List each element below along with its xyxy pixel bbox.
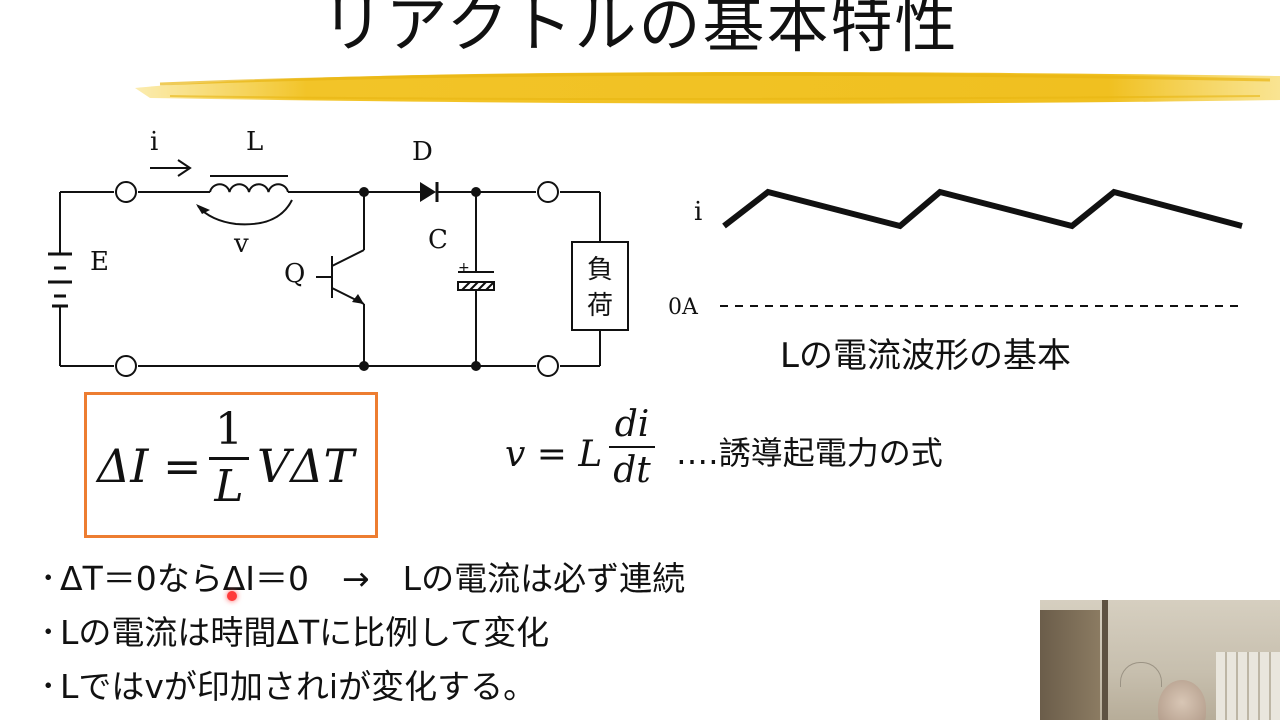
- circuit-label-D: D: [412, 137, 433, 167]
- bullet-marker: ･: [40, 613, 57, 652]
- emf-numerator: di: [614, 404, 650, 445]
- bullet-marker: ･: [40, 667, 57, 706]
- slide-title: リアクトルの基本特性: [321, 0, 959, 61]
- title-underline-brush: [135, 72, 1280, 104]
- formula-denominator: L: [214, 461, 244, 512]
- formula-left: ΔI =: [97, 439, 202, 493]
- laser-pointer-dot: [227, 591, 237, 601]
- formula-fraction: 1 L: [209, 405, 249, 512]
- wave-label-i: i: [694, 197, 702, 227]
- bullet-list: ･ΔT＝0ならΔI＝0 → Lの電流は必ず連続 ･Lの電流は時間ΔTに比例して変…: [40, 552, 685, 714]
- circuit-label-C: C: [428, 225, 448, 255]
- circuit-label-Q: Q: [284, 259, 305, 289]
- load-label-line1: 負: [587, 255, 613, 285]
- emf-fraction-bar: [609, 446, 655, 448]
- webcam-door-frame: [1102, 600, 1108, 720]
- delta-i-formula-box: ΔI = 1 L VΔT: [84, 392, 378, 538]
- emf-left: v = L: [505, 434, 603, 475]
- wave-label-zero: 0A: [668, 295, 699, 320]
- circuit-label-E: E: [90, 247, 109, 277]
- webcam-presenter-head: [1158, 680, 1206, 720]
- formula-fraction-bar: [209, 457, 249, 460]
- webcam-door: [1040, 610, 1100, 720]
- webcam-hanger: [1120, 662, 1162, 687]
- bullet-text: ΔT＝0ならΔI＝0 → Lの電流は必ず連続: [60, 559, 686, 598]
- induced-emf-formula: v = L di dt: [505, 404, 665, 504]
- webcam-overlay: [1040, 600, 1280, 720]
- webcam-bookshelf: [1216, 652, 1280, 720]
- formula-right: VΔT: [257, 439, 355, 493]
- bullet-text: Lではvが印加されiが変化する。: [60, 667, 537, 706]
- emf-fraction: di dt: [609, 404, 655, 494]
- bullet-item: ･Lではvが印加されiが変化する。: [40, 660, 685, 714]
- circuit-label-v: v: [233, 229, 249, 259]
- formula-numerator: 1: [215, 404, 243, 455]
- emf-denominator: dt: [613, 450, 651, 491]
- bullet-item: ･Lの電流は時間ΔTに比例して変化: [40, 606, 685, 660]
- bullet-text: Lの電流は時間ΔTに比例して変化: [60, 613, 550, 652]
- circuit-label-i: i: [150, 127, 158, 157]
- circuit-label-L: L: [246, 127, 263, 157]
- induced-emf-note: ‥‥誘導起電力の式: [676, 434, 943, 472]
- load-label-line2: 荷: [587, 291, 613, 321]
- waveform-caption: Lの電流波形の基本: [780, 336, 1071, 376]
- delta-i-formula: ΔI = 1 L VΔT: [97, 405, 367, 525]
- capacitor-plus-label: +: [458, 260, 470, 276]
- bullet-marker: ･: [40, 559, 57, 598]
- bullet-item: ･ΔT＝0ならΔI＝0 → Lの電流は必ず連続: [40, 552, 685, 606]
